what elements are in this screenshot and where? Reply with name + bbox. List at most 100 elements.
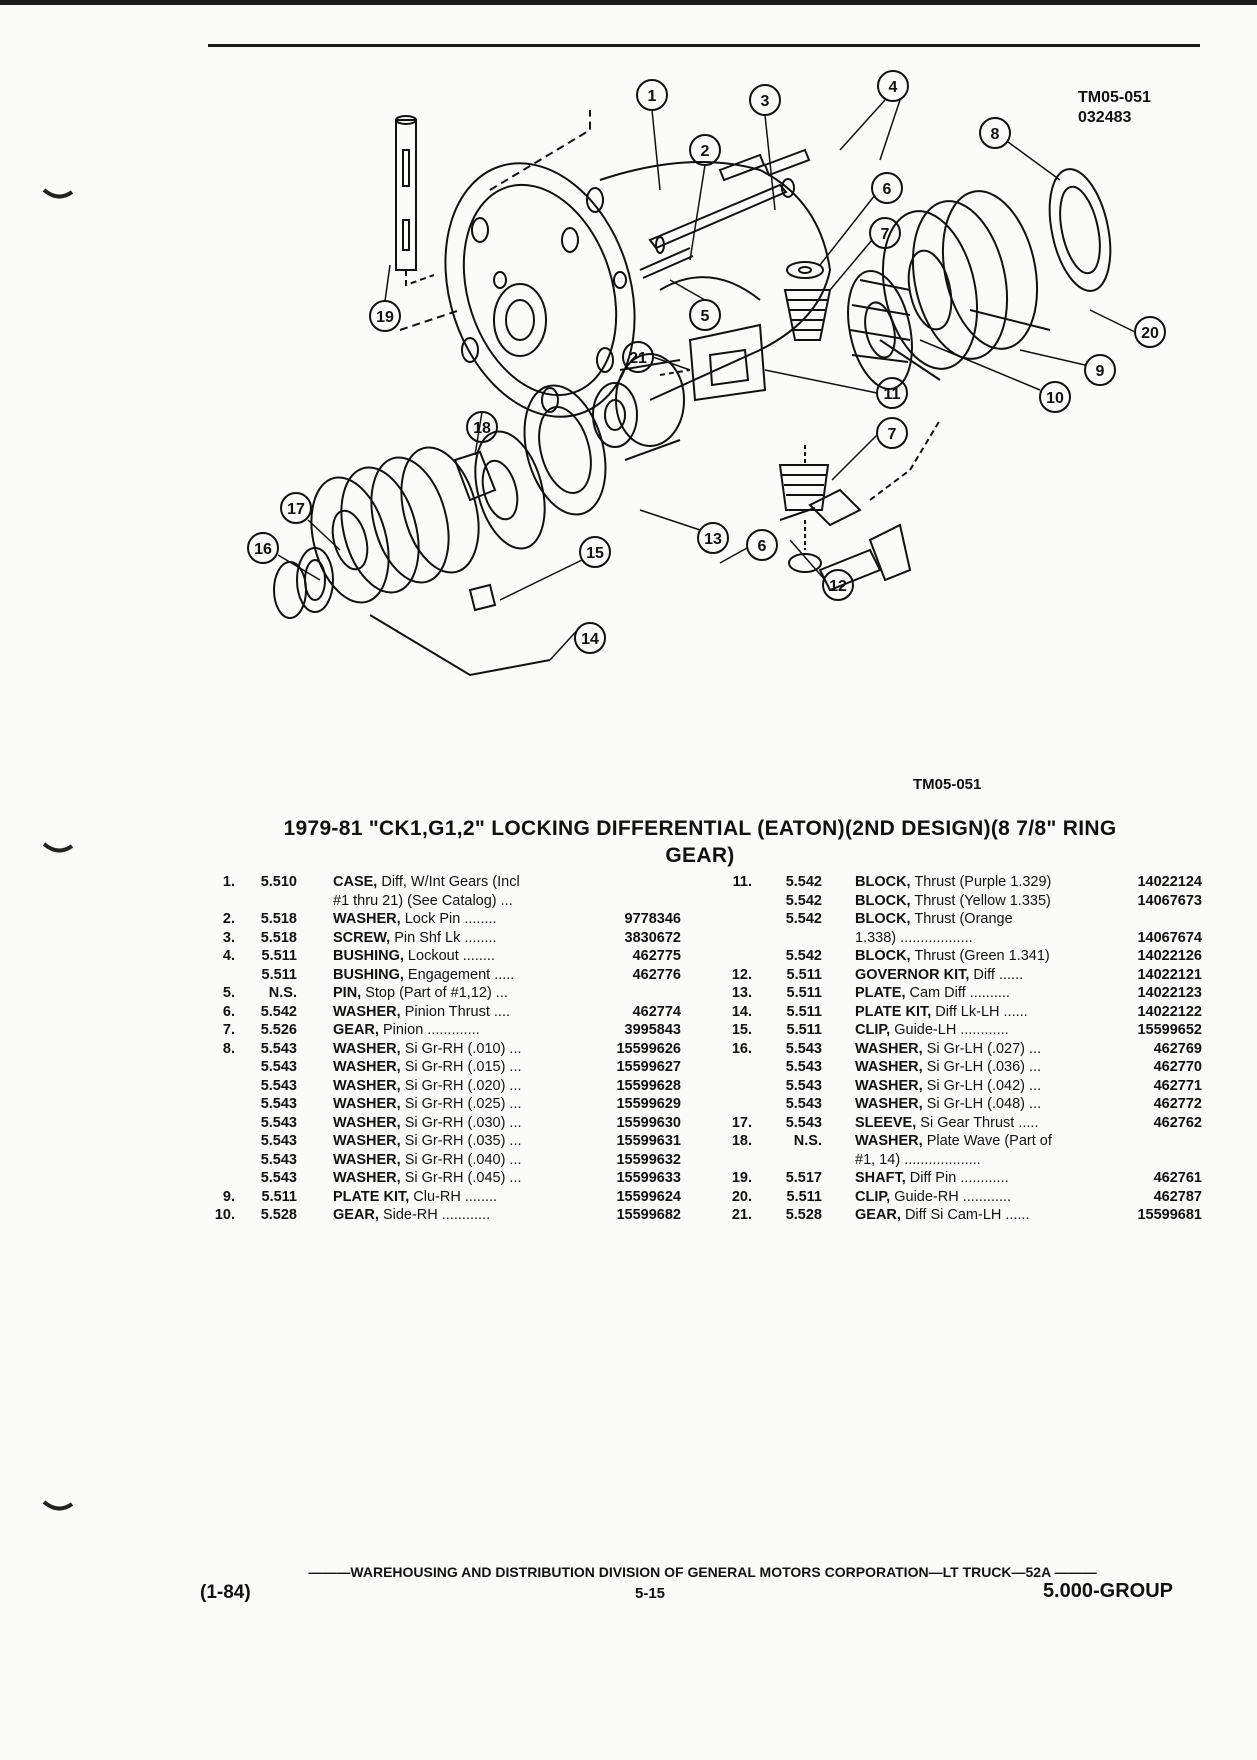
item-number: 1. (222, 874, 235, 890)
footer-group: 5.000-GROUP (1042, 1580, 1173, 1602)
part-name: WASHER, (855, 1077, 923, 1094)
group-number: 5.543 (785, 1059, 822, 1075)
group-number: 5.543 (260, 1040, 297, 1057)
group-number: 5.528 (260, 1207, 297, 1223)
part-detail: Clu-RH ........ (409, 1188, 498, 1205)
part-name: WASHER, (333, 1170, 401, 1186)
item-number: 17. (731, 1114, 752, 1131)
part-name: PLATE KIT, (855, 1003, 932, 1020)
group-number: 5.511 (786, 966, 823, 983)
guide-clip-lh (468, 583, 497, 612)
part-description: WASHER, Si Gr-LH (.042) ... (855, 1077, 1095, 1096)
callout-21: 21 (629, 350, 647, 367)
part-name: BLOCK, (855, 892, 911, 909)
part-description: WASHER, Si Gr-RH (.015) ... (333, 1058, 573, 1077)
part-description: CLIP, Guide-LH ............ (855, 1021, 1095, 1040)
item-number: 15. (731, 1022, 752, 1038)
callout-18: 18 (473, 420, 491, 437)
group-number: N.S. (268, 985, 297, 1001)
part-detail: Si Gr-LH (.048) ... (922, 1096, 1042, 1112)
group-number: 5.511 (261, 948, 298, 964)
part-number: 15599631 (616, 1133, 681, 1149)
part-detail: #1, 14) ................... (855, 1151, 981, 1168)
item-number: 20. (731, 1188, 752, 1205)
part-detail: Pinion Thrust .... (400, 1003, 511, 1020)
part-description: SLEEVE, Si Gear Thrust ..... (855, 1114, 1095, 1133)
part-name: WASHER, (855, 1096, 923, 1112)
group-number: 5.511 (786, 985, 823, 1001)
part-detail: Lockout ........ (403, 948, 495, 964)
group-number: 5.511 (786, 1003, 823, 1020)
part-detail: Diff Pin ............ (905, 1170, 1009, 1186)
group-number: 5.543 (785, 1077, 822, 1094)
item-number: 12. (731, 966, 752, 983)
part-detail: 1.338) .................. (855, 929, 973, 946)
part-detail: Si Gr-RH (.040) ... (400, 1151, 522, 1168)
part-detail: Thrust (Orange (910, 911, 1013, 927)
pinion-gear-lower (778, 445, 830, 550)
part-description: PIN, Stop (Part of #1,12) ... (333, 984, 573, 1003)
part-description: WASHER, Plate Wave (Part of (855, 1132, 1095, 1151)
part-description: BLOCK, Thrust (Purple 1.329) (855, 873, 1095, 892)
side-gear-washer-lh (273, 561, 307, 619)
part-detail: Diff Lk-LH ...... (931, 1003, 1028, 1020)
part-number: 14022122 (1137, 1003, 1202, 1020)
part-description: CLIP, Guide-RH ............ (855, 1188, 1095, 1207)
part-number: 3995843 (624, 1022, 681, 1038)
lock-plate-kit-lh (310, 430, 551, 677)
callout-7: 7 (881, 226, 890, 243)
header-rule (208, 44, 1200, 47)
part-description: GEAR, Side-RH ............ (333, 1206, 573, 1225)
part-name: WASHER, (333, 1003, 401, 1020)
part-name: WASHER, (855, 1133, 923, 1149)
part-number: 15599632 (616, 1151, 681, 1168)
part-detail: Si Gr-RH (.025) ... (400, 1096, 522, 1112)
part-detail: Si Gear Thrust ..... (916, 1114, 1039, 1131)
part-name: WASHER, (333, 1096, 401, 1112)
part-detail: Pinion ............. (378, 1022, 480, 1038)
item-number: 5. (222, 985, 235, 1001)
item-number: 13. (731, 985, 752, 1001)
part-description: BUSHING, Engagement ..... (333, 966, 573, 985)
callout-19: 19 (376, 309, 394, 326)
group-number: 5.542 (260, 1003, 297, 1020)
part-detail: Side-RH ............ (378, 1207, 491, 1223)
callout-10: 10 (1046, 390, 1064, 407)
part-name: WASHER, (333, 1077, 401, 1094)
part-number: 15599633 (616, 1170, 681, 1186)
group-number: 5.510 (260, 874, 297, 890)
part-description: PLATE KIT, Diff Lk-LH ...... (855, 1003, 1095, 1022)
footer-division-line: ———WAREHOUSING AND DISTRIBUTION DIVISION… (308, 1564, 1097, 1580)
part-number: 462769 (1153, 1040, 1202, 1057)
diagram-reference-bottom: TM05-051 (913, 776, 982, 793)
part-number: 15599682 (616, 1207, 681, 1223)
part-detail: Guide-RH ............ (890, 1188, 1012, 1205)
callout-1: 1 (648, 88, 657, 105)
part-description: PLATE KIT, Clu-RH ........ (333, 1188, 573, 1207)
part-detail: Cam Diff .......... (905, 985, 1010, 1001)
callout-15: 15 (586, 545, 604, 562)
diagram-reference-top: TM05-051 032483 (1078, 88, 1151, 128)
part-number: 15599681 (1137, 1207, 1202, 1223)
part-number: 15599629 (616, 1096, 681, 1112)
group-number: 5.511 (786, 1022, 823, 1038)
part-description: WASHER, Si Gr-RH (.040) ... (333, 1151, 573, 1170)
part-description: GEAR, Pinion ............. (333, 1021, 573, 1040)
binder-mark-top (43, 188, 73, 199)
governor-kit (779, 419, 941, 592)
item-number: 4. (222, 948, 235, 964)
